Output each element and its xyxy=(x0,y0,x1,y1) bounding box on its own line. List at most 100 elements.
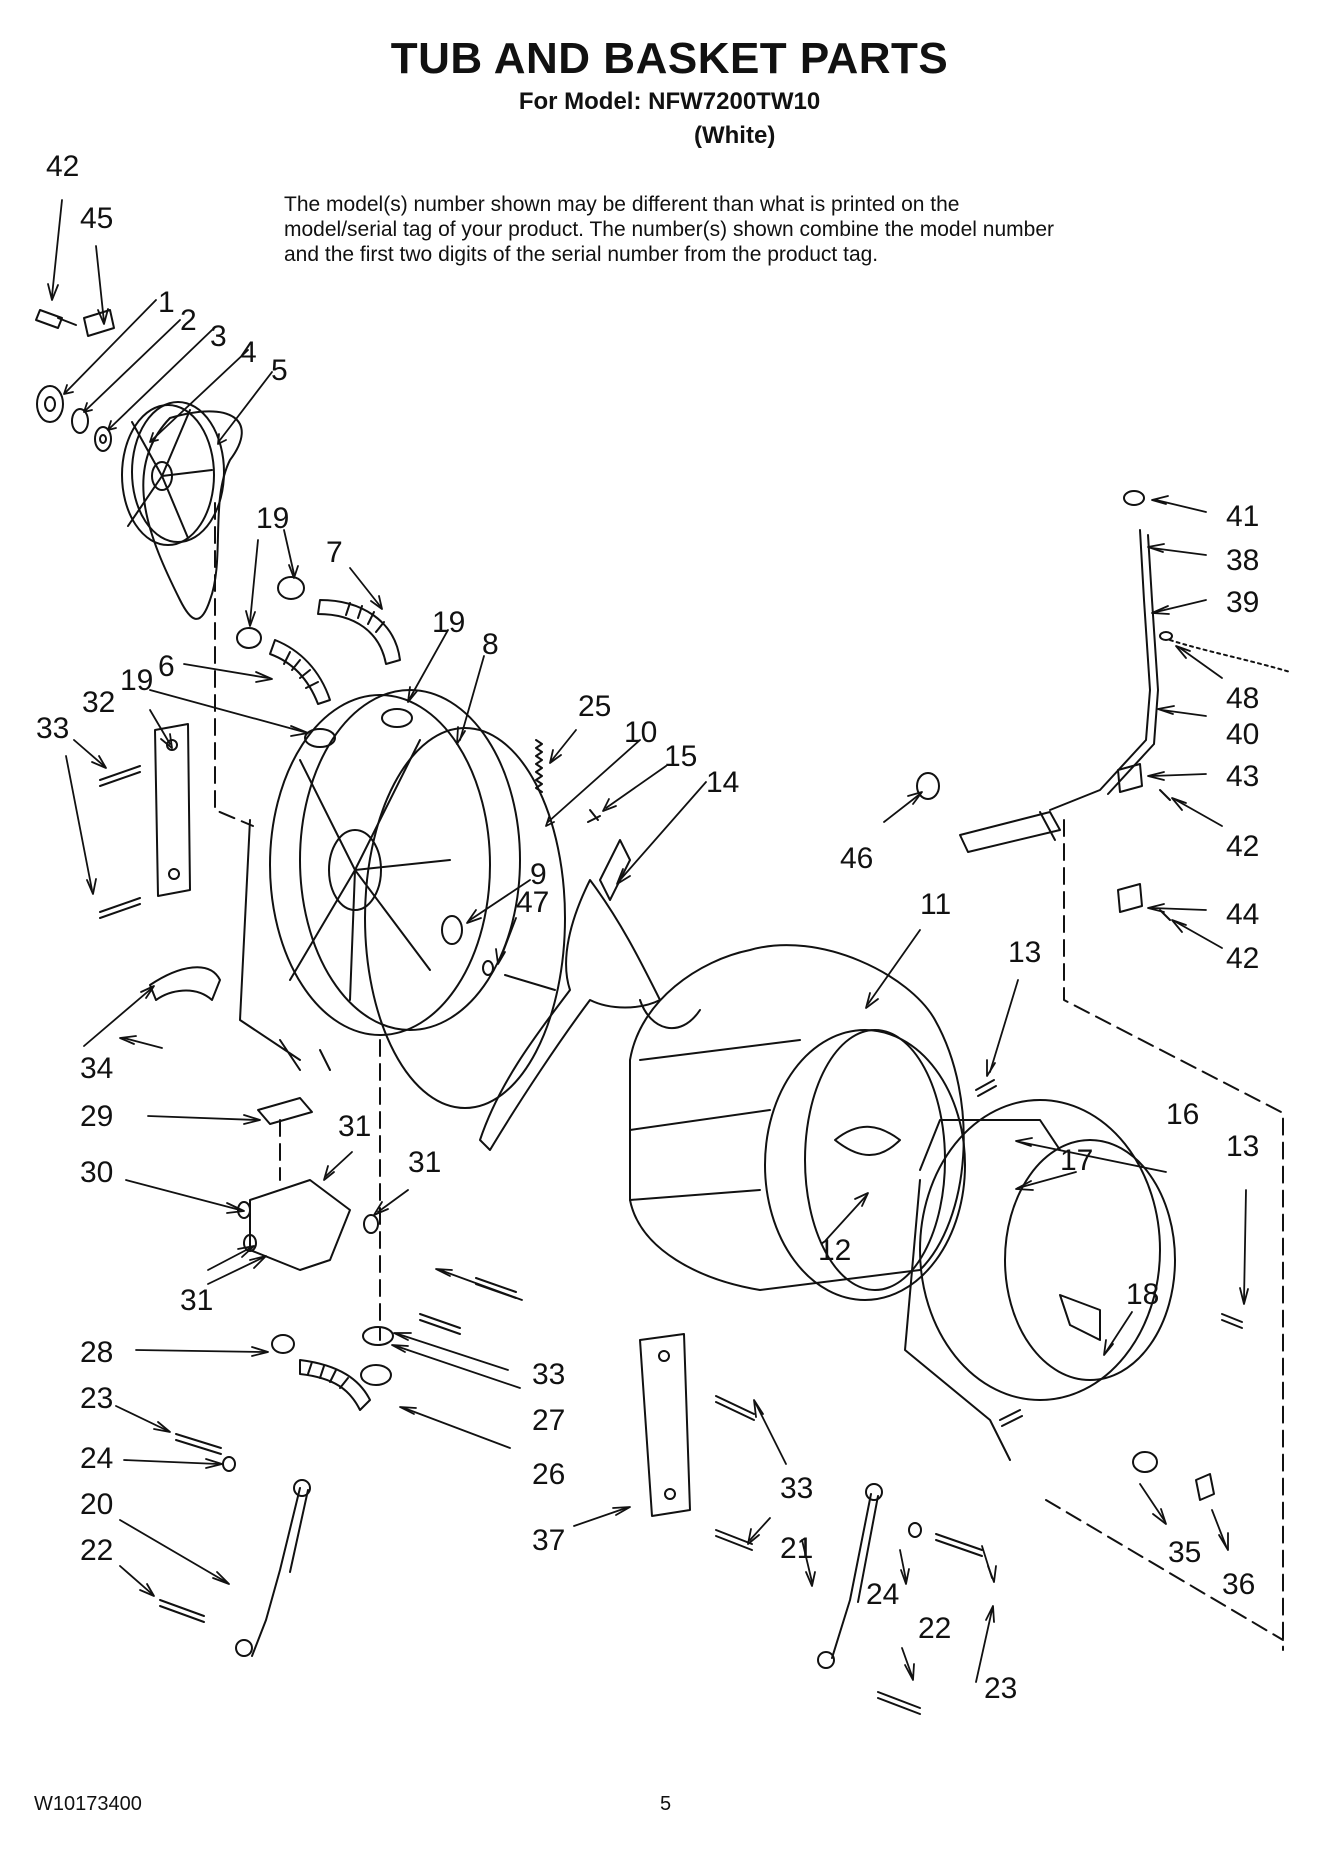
callout-label: 24 xyxy=(80,1442,113,1475)
bracket-part xyxy=(154,723,191,897)
document-id: W10173400 xyxy=(34,1793,142,1815)
shock-absorber-part xyxy=(817,1483,883,1669)
bolt-part xyxy=(99,765,141,787)
callout-label: 33 xyxy=(780,1472,813,1505)
bolt-part xyxy=(419,1313,461,1335)
tub-seal-ring-part xyxy=(364,727,566,1109)
bolt-part xyxy=(159,1599,205,1623)
callout-label: 23 xyxy=(984,1672,1017,1705)
washer-part xyxy=(908,1522,922,1538)
nut-part xyxy=(36,385,64,423)
callout-label: 31 xyxy=(408,1146,441,1179)
o-ring-part xyxy=(362,1326,394,1346)
callout-label: 47 xyxy=(516,886,549,919)
callout-label: 45 xyxy=(80,202,113,235)
callout-label: 31 xyxy=(180,1284,213,1317)
callout-label: 30 xyxy=(80,1156,113,1189)
callout-label: 1 xyxy=(158,286,175,319)
callout-label: 17 xyxy=(1060,1144,1093,1177)
hose-part xyxy=(317,599,401,665)
bolt-part xyxy=(999,1409,1023,1427)
bolt-part xyxy=(715,1395,755,1421)
bolt-part xyxy=(175,1433,222,1455)
bolt-part xyxy=(715,1529,753,1551)
bolt-part xyxy=(99,897,141,919)
drain-pump-part xyxy=(237,1179,351,1271)
callout-label: 38 xyxy=(1226,544,1259,577)
bolt-part xyxy=(1221,1313,1243,1329)
model-line: For Model: NFW7200TW10 xyxy=(518,88,821,115)
callout-label: 42 xyxy=(1226,830,1259,863)
callout-label: 42 xyxy=(1226,942,1259,975)
callout-label: 7 xyxy=(326,536,343,569)
spacer-part xyxy=(363,1214,379,1234)
callout-label: 33 xyxy=(532,1358,565,1391)
callout-label: 13 xyxy=(1226,1130,1259,1163)
hose-clamp-part xyxy=(236,627,262,649)
spring-part xyxy=(535,739,543,793)
callout-label: 6 xyxy=(158,650,175,683)
wire-part xyxy=(1159,631,1291,673)
bolt-part xyxy=(35,309,77,329)
hose-clamp-part xyxy=(916,772,940,800)
callout-label: 16 xyxy=(1166,1098,1199,1131)
plug-part xyxy=(1195,1473,1215,1501)
callout-label: 14 xyxy=(706,766,739,799)
callout-label: 27 xyxy=(532,1404,565,1437)
callout-label: 39 xyxy=(1226,586,1259,619)
callout-label: 26 xyxy=(532,1458,565,1491)
front-tub-part xyxy=(904,1099,1176,1461)
callout-label: 43 xyxy=(1226,760,1259,793)
hose-clamp-part xyxy=(277,576,305,600)
callout-label: 22 xyxy=(918,1612,951,1645)
washer-part xyxy=(222,1456,236,1472)
callout-label: 11 xyxy=(920,888,951,921)
callout-label: 15 xyxy=(664,740,697,773)
callout-label: 22 xyxy=(80,1534,113,1567)
clip-part xyxy=(1117,763,1143,793)
hose-clamp-part xyxy=(271,1334,295,1354)
callout-label: 19 xyxy=(432,606,465,639)
callout-label: 8 xyxy=(482,628,499,661)
callout-label: 24 xyxy=(866,1578,899,1611)
callout-label: 9 xyxy=(530,858,547,891)
callout-label: 34 xyxy=(80,1052,113,1085)
callout-label: 36 xyxy=(1222,1568,1255,1601)
screw-part xyxy=(1159,789,1171,921)
bolt-part xyxy=(877,1691,921,1715)
callout-label: 5 xyxy=(271,354,288,387)
washer-part xyxy=(94,426,112,452)
callout-label: 20 xyxy=(80,1488,113,1521)
pump-cover-part xyxy=(257,1097,313,1125)
callout-label: 3 xyxy=(210,320,227,353)
callout-label: 42 xyxy=(46,150,79,183)
callout-label: 29 xyxy=(80,1100,113,1133)
callout-label: 46 xyxy=(840,842,873,875)
callout-label: 19 xyxy=(120,664,153,697)
callout-label: 37 xyxy=(532,1524,565,1557)
page-number: 5 xyxy=(660,1793,672,1815)
hose-clamp-part xyxy=(381,708,413,728)
spider-part xyxy=(479,839,701,1151)
callout-label: 19 xyxy=(256,502,289,535)
color-line: (White) xyxy=(694,122,776,149)
hose-clamp-part xyxy=(304,728,336,748)
callout-label: 2 xyxy=(180,304,197,337)
shaft-part xyxy=(441,915,556,991)
callout-label: 48 xyxy=(1226,682,1259,715)
pulley-part xyxy=(121,401,225,546)
bolt-part xyxy=(935,1533,983,1557)
tube-assembly-part xyxy=(959,490,1159,853)
callout-label: 21 xyxy=(780,1532,813,1565)
callout-label: 40 xyxy=(1226,718,1259,751)
baffle-part xyxy=(149,966,221,1001)
grommet-part xyxy=(1132,1451,1158,1473)
leader-arrows xyxy=(47,199,1249,1683)
callout-label: 41 xyxy=(1226,500,1259,533)
callout-label: 28 xyxy=(80,1336,113,1369)
callout-label: 44 xyxy=(1226,898,1259,931)
washer-part xyxy=(71,408,89,434)
callout-label: 10 xyxy=(624,716,657,749)
callout-label: 35 xyxy=(1168,1536,1201,1569)
page-title: TUB AND BASKET PARTS xyxy=(390,34,949,83)
